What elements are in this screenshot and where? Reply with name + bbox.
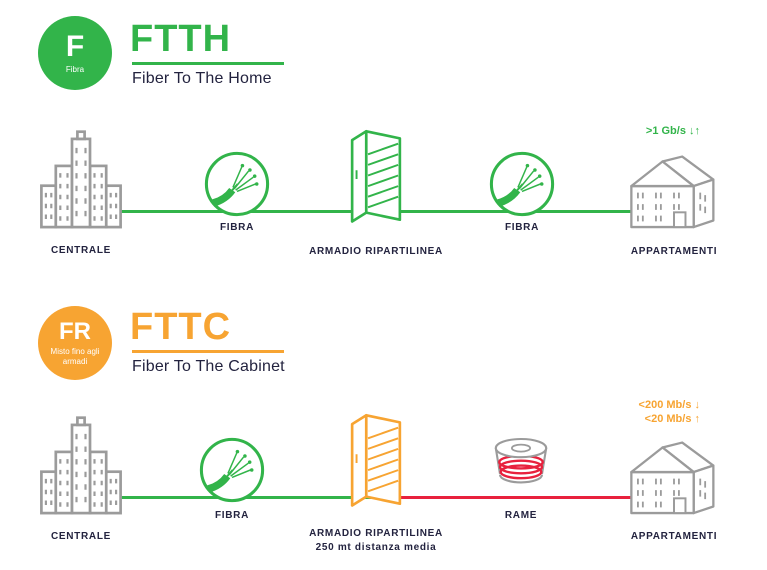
fiber-coil-icon bbox=[203, 150, 271, 218]
fttc-title-rule bbox=[132, 350, 284, 353]
fttc-speed-download: <200 Mb/s ↓ bbox=[638, 399, 700, 411]
fttc-badge: FR Misto fino agli armadi bbox=[38, 306, 112, 380]
fttc-centrale-label: CENTRALE bbox=[50, 531, 112, 542]
copper-spool-icon bbox=[486, 434, 556, 493]
ftth-speed-label: >1 Gb/s ↓↑ bbox=[645, 125, 700, 137]
street-cabinet-icon bbox=[345, 126, 407, 225]
ftth-subtitle: Fiber To The Home bbox=[132, 70, 272, 87]
ftth-badge: F Fibra bbox=[38, 16, 112, 90]
ftth-badge-sublabel: Fibra bbox=[65, 64, 85, 74]
fiber-coil-icon bbox=[198, 436, 266, 504]
fttc-badge-sublabel: Misto fino agli armadi bbox=[50, 346, 100, 366]
fttc-speed-labels: <200 Mb/s ↓ <20 Mb/s ↑ bbox=[588, 398, 700, 426]
fttc-armadio-note: 250 mt distanza media bbox=[315, 542, 437, 553]
ftth-fibra-right-label: FIBRA bbox=[504, 222, 540, 233]
fttc-copper-line bbox=[378, 496, 645, 499]
apartments-icon bbox=[628, 150, 720, 232]
fttc-speed-upload: <20 Mb/s ↑ bbox=[644, 413, 700, 425]
fttc-fibra-label: FIBRA bbox=[214, 510, 250, 521]
fttc-rame-label: RAME bbox=[504, 510, 538, 521]
fiber-coil-icon bbox=[488, 150, 556, 218]
ftth-title: FTTH bbox=[130, 18, 232, 60]
fttc-badge-letter: FR bbox=[59, 317, 91, 345]
street-cabinet-icon bbox=[345, 410, 407, 509]
ftth-title-rule bbox=[132, 62, 284, 65]
ftth-fibra-left-label: FIBRA bbox=[219, 222, 255, 233]
fttc-title: FTTC bbox=[130, 306, 232, 348]
fttc-appartamenti-label: APPARTAMENTI bbox=[630, 531, 718, 542]
ftth-appartamenti-label: APPARTAMENTI bbox=[630, 246, 718, 257]
central-office-icon bbox=[36, 414, 126, 515]
ftth-badge-letter: F bbox=[65, 29, 85, 63]
fttc-armadio-label: ARMADIO RIPARTILINEA bbox=[309, 528, 443, 539]
ftth-centrale-label: CENTRALE bbox=[50, 245, 112, 256]
central-office-icon bbox=[36, 128, 126, 229]
apartments-icon bbox=[628, 436, 720, 518]
ftth-armadio-label: ARMADIO RIPARTILINEA bbox=[309, 246, 443, 257]
fttc-subtitle: Fiber To The Cabinet bbox=[132, 358, 285, 375]
